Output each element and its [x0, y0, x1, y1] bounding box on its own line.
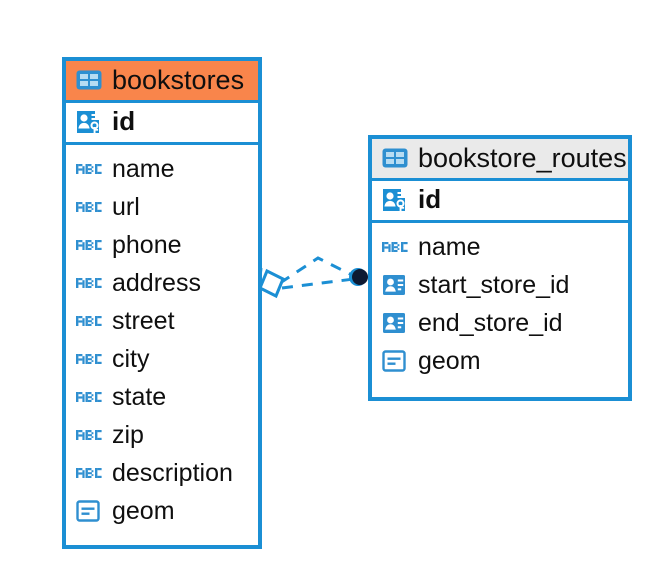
abc-icon: [381, 234, 409, 260]
entity-field-list: name start_store_id: [372, 223, 628, 397]
field-label: address: [112, 269, 201, 298]
relationship-line-lower: [281, 277, 355, 290]
field-row[interactable]: geom: [75, 492, 249, 530]
field-row[interactable]: end_store_id: [381, 304, 619, 342]
abc-icon: [75, 460, 103, 486]
abc-icon: [75, 156, 103, 182]
field-row[interactable]: geom: [381, 342, 619, 380]
field-label: start_store_id: [418, 271, 570, 300]
field-label: geom: [418, 347, 481, 376]
abc-icon: [75, 422, 103, 448]
field-row[interactable]: city: [75, 340, 249, 378]
entity-header-bookstore-routes[interactable]: bookstore_routes: [372, 139, 628, 182]
foreign-key-icon: [381, 272, 409, 298]
primary-key-label: id: [418, 184, 442, 215]
field-row[interactable]: url: [75, 188, 249, 226]
field-label: description: [112, 459, 233, 488]
primary-key-icon: [381, 187, 409, 213]
field-row[interactable]: address: [75, 264, 249, 302]
field-label: name: [418, 233, 481, 262]
field-row[interactable]: name: [75, 150, 249, 188]
field-row[interactable]: start_store_id: [381, 266, 619, 304]
field-label: city: [112, 345, 150, 374]
field-row[interactable]: phone: [75, 226, 249, 264]
field-label: zip: [112, 421, 144, 450]
entity-bookstores[interactable]: bookstores id: [62, 57, 262, 549]
geometry-icon: [381, 348, 409, 374]
field-row[interactable]: name: [381, 228, 619, 266]
abc-icon: [75, 384, 103, 410]
primary-key-label: id: [112, 106, 136, 137]
field-row[interactable]: zip: [75, 416, 249, 454]
entity-primary-key-row[interactable]: id: [66, 103, 258, 146]
relationship-line-upper: [279, 256, 357, 285]
entity-title: bookstore_routes: [418, 143, 627, 173]
primary-key-icon: [75, 109, 103, 135]
abc-icon: [75, 232, 103, 258]
geometry-icon: [75, 498, 103, 524]
field-row[interactable]: street: [75, 302, 249, 340]
field-label: phone: [112, 231, 182, 260]
entity-header-bookstores[interactable]: bookstores: [66, 61, 258, 104]
entity-bookstore-routes[interactable]: bookstore_routes id: [368, 135, 632, 401]
field-label: name: [112, 155, 175, 184]
table-icon: [75, 68, 103, 92]
entity-field-list: name ur: [66, 145, 258, 545]
entity-primary-key-row[interactable]: id: [372, 181, 628, 224]
field-row[interactable]: description: [75, 454, 249, 492]
abc-icon: [75, 270, 103, 296]
field-label: url: [112, 193, 140, 222]
field-label: geom: [112, 497, 175, 526]
table-icon: [381, 146, 409, 170]
field-label: state: [112, 383, 167, 412]
abc-icon: [75, 346, 103, 372]
abc-icon: [75, 308, 103, 334]
entity-title: bookstores: [112, 65, 245, 95]
foreign-key-icon: [381, 310, 409, 336]
field-row[interactable]: state: [75, 378, 249, 416]
abc-icon: [75, 194, 103, 220]
field-label: end_store_id: [418, 309, 563, 338]
field-label: street: [112, 307, 175, 336]
relationship-target-circle: [349, 268, 368, 286]
